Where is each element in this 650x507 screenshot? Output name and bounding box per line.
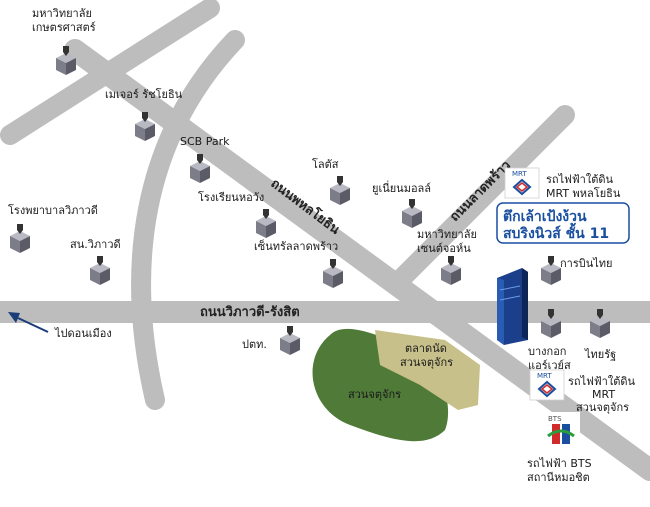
label-hotwang: โรงเรียนหอวัง bbox=[198, 190, 264, 204]
target-floor: สบริงนิวส์ ชั้น 11 bbox=[503, 222, 609, 242]
label-bts-1: รถไฟฟ้า BTS bbox=[527, 457, 592, 470]
building-icon-ptt bbox=[280, 326, 300, 355]
label-lotus: โลตัส bbox=[312, 157, 339, 171]
road-label-vibhavadi: ถนนวิภาวดี-รังสิต bbox=[200, 304, 300, 320]
label-major: เมเจอร์ รัชโยธิน bbox=[105, 87, 183, 101]
label-park: สวนจตุจักร bbox=[348, 388, 401, 401]
label-mrt-chatuchak-3: สวนจตุจักร bbox=[576, 401, 629, 414]
label-kasetsart-1: มหาวิทยาลัย bbox=[32, 7, 92, 20]
building-icon-hotwang bbox=[256, 209, 276, 238]
label-police: สน.วิภาวดี bbox=[70, 238, 121, 251]
road-ladprao bbox=[390, 105, 575, 290]
building-icon-lotus bbox=[330, 176, 350, 205]
label-market-1: ตลาดนัด bbox=[405, 342, 447, 355]
direction-label: ไปดอนเมือง bbox=[54, 327, 112, 340]
building-icon-hospital bbox=[10, 224, 30, 253]
label-thai-airways: การบินไทย bbox=[560, 257, 612, 270]
label-mrt-chatuchak-2: MRT bbox=[592, 388, 615, 401]
bts-logo-text: BTS bbox=[548, 415, 562, 423]
label-scb: SCB Park bbox=[180, 135, 230, 148]
mrt-chatuchak-logo-icon: MRT bbox=[529, 369, 565, 401]
label-bangkok-airways-2: แอร์เวย์ส bbox=[528, 359, 571, 372]
building-icon-central bbox=[323, 259, 343, 288]
mrt-logo-icon: MRT bbox=[504, 167, 540, 199]
arrowhead-icon bbox=[8, 312, 20, 323]
road-upper-diagonal bbox=[0, 0, 220, 145]
target-callout bbox=[496, 202, 630, 244]
label-market-2: สวนจตุจักร bbox=[400, 356, 453, 369]
label-bangkok-airways-1: บางกอก bbox=[528, 345, 566, 358]
mrt-logo-text: MRT bbox=[512, 170, 527, 178]
label-thairath: ไทยรัฐ bbox=[584, 348, 616, 361]
label-hospital: โรงพยาบาลวิภาวดี bbox=[8, 203, 98, 217]
building-icon-stjohn bbox=[441, 256, 461, 285]
label-mrt-phahon-2: MRT พหลโยธิน bbox=[546, 186, 621, 200]
label-bts-2: สถานีหมอชิต bbox=[527, 471, 590, 484]
arrow-left-icon bbox=[17, 317, 49, 333]
label-central: เซ็นทรัลลาดพร้าว bbox=[254, 239, 338, 253]
road-kaset-curve bbox=[131, 30, 245, 410]
label-stjohn-2: เซนต์จอห์น bbox=[417, 242, 471, 255]
label-stjohn-1: มหาวิทยาลัย bbox=[417, 228, 477, 241]
label-union: ยูเนี่ยนมอลล์ bbox=[372, 180, 431, 195]
building-icon-thai-airways bbox=[541, 256, 561, 285]
label-ptt: ปตท. bbox=[242, 338, 267, 351]
building-icon-police bbox=[90, 256, 110, 285]
target-building-icon bbox=[497, 268, 528, 345]
label-mrt-chatuchak-1: รถไฟฟ้าใต้ดิน bbox=[568, 375, 636, 388]
building-icon-union bbox=[402, 199, 422, 228]
mrt-chatuchak-logo-text: MRT bbox=[537, 372, 552, 380]
target-title: ตึกเล้าเป้งง้วน bbox=[503, 208, 587, 225]
chatuchak-market-area bbox=[375, 330, 480, 410]
label-kasetsart-2: เกษตรศาสตร์ bbox=[32, 21, 96, 34]
bts-logo-icon: BTS bbox=[542, 412, 580, 448]
label-mrt-phahon-1: รถไฟฟ้าใต้ดิน bbox=[546, 173, 614, 186]
